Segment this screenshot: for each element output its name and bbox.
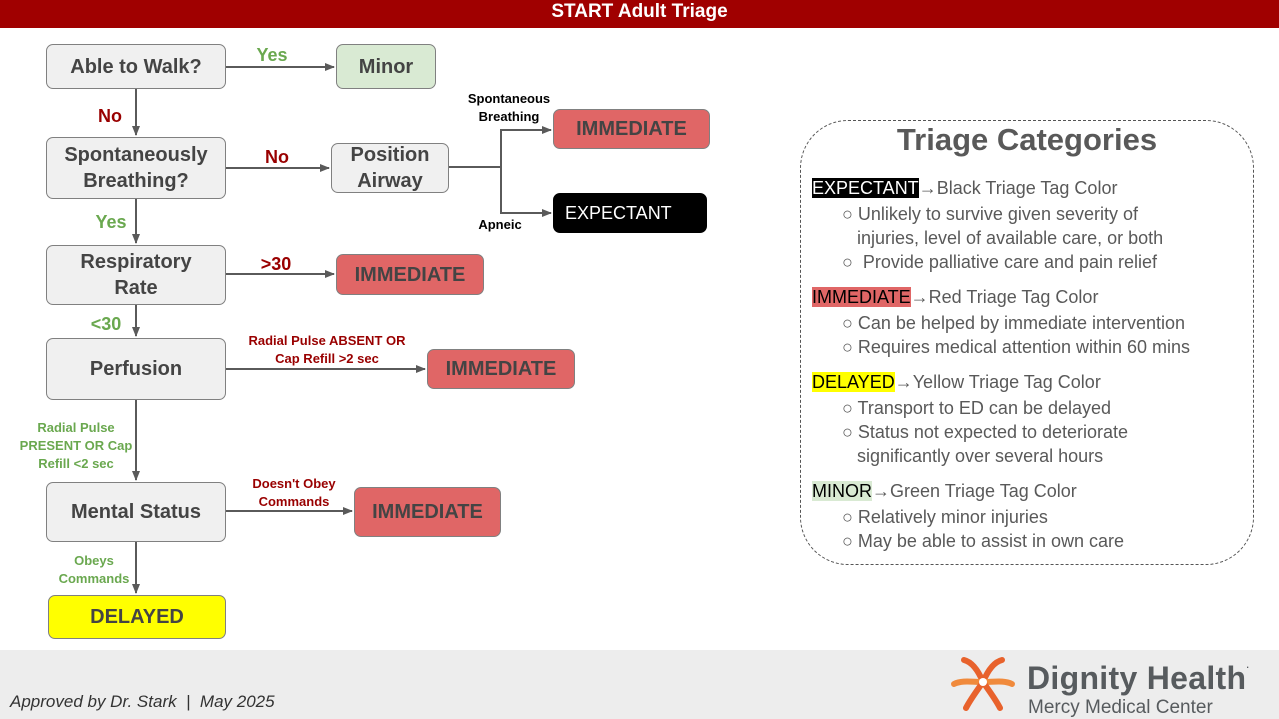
brand-name: Dignity Health. — [1027, 660, 1249, 697]
brand-text: Dignity Health — [1027, 660, 1247, 696]
legend-expectant-heading: EXPECTANT→Black Triage Tag Color — [812, 178, 1117, 199]
legend-bullet: ○ Transport to ED can be delayed — [842, 398, 1112, 418]
approval-note: Approved by Dr. Stark | May 2025 — [10, 692, 275, 711]
dignity-health-logo-icon — [951, 657, 1015, 711]
minor-tag: MINOR — [812, 481, 872, 501]
spontaneous-breathing-label: Spontaneous Breathing — [467, 91, 551, 124]
legend-bullet: ○ Relatively minor injuries — [842, 507, 1048, 527]
flow-connectors — [132, 63, 552, 594]
walk-question-box: Able to Walk? — [46, 44, 226, 89]
walk-yes-label: Yes — [256, 45, 288, 65]
legend-bullet: ○ Requires medical attention within 60 m… — [842, 337, 1191, 357]
obeys-label: Obeys Commands — [58, 553, 130, 586]
rr-under-30-label: <30 — [90, 314, 122, 334]
minor-box: Minor — [336, 44, 436, 89]
expectant-desc: →Black Triage Tag Color — [918, 178, 1118, 198]
footer-bar — [0, 650, 1279, 719]
expectant-tag: EXPECTANT — [812, 178, 919, 198]
immediate-rr-box: IMMEDIATE — [336, 254, 484, 295]
immediate-perfusion-box: IMMEDIATE — [427, 349, 575, 389]
site-name: Mercy Medical Center — [1028, 697, 1213, 718]
rr-over-30-label: >30 — [260, 254, 292, 274]
walk-no-label: No — [98, 106, 122, 126]
arrow-airway-branch — [449, 126, 552, 168]
legend-bullet: ○ Provide palliative care and pain relie… — [842, 252, 1158, 272]
perf-absent-label: Radial Pulse ABSENT OR Cap Refill >2 sec — [248, 333, 406, 366]
triage-categories-panel — [800, 120, 1254, 565]
legend-bullet: injuries, level of available care, or bo… — [842, 228, 1164, 248]
immediate-tag: IMMEDIATE — [812, 287, 911, 307]
breathing-question-box: Spontaneously Breathing? — [46, 137, 226, 199]
legend-bullet: ○ Can be helped by immediate interventio… — [842, 313, 1186, 333]
legend-minor-heading: MINOR→Green Triage Tag Color — [812, 481, 1077, 502]
mental-status-question-box: Mental Status — [46, 482, 226, 542]
resp-rate-question-box: Respiratory Rate — [46, 245, 226, 305]
legend-bullet: ○ May be able to assist in own care — [842, 531, 1125, 551]
legend-title: Triage Categories — [896, 122, 1158, 157]
apneic-label: Apneic — [478, 217, 522, 232]
legend-delayed-heading: DELAYED→Yellow Triage Tag Color — [812, 372, 1101, 393]
position-airway-box: Position Airway — [331, 143, 449, 193]
delayed-tag: DELAYED — [812, 372, 895, 392]
no-obey-label: Doesn't Obey Commands — [252, 476, 336, 509]
page-title: START Adult Triage — [0, 0, 1279, 28]
legend-bullet: significantly over several hours — [842, 446, 1104, 466]
minor-desc: →Green Triage Tag Color — [872, 481, 1077, 501]
perfusion-question-box: Perfusion — [46, 338, 226, 400]
delayed-box: DELAYED — [48, 595, 226, 639]
delayed-desc: →Yellow Triage Tag Color — [894, 372, 1101, 392]
immediate-breathing-box: IMMEDIATE — [553, 109, 710, 149]
brand-trademark: . — [1246, 660, 1250, 670]
expectant-box: EXPECTANT — [553, 193, 707, 233]
arrow-airway-apneic — [500, 167, 552, 217]
legend-bullet: ○ Unlikely to survive given severity of — [842, 204, 1138, 224]
breathing-no-label: No — [265, 147, 289, 167]
legend-bullet: ○ Status not expected to deteriorate — [842, 422, 1129, 442]
immediate-mental-box: IMMEDIATE — [354, 487, 501, 537]
breathing-yes-label: Yes — [95, 212, 127, 232]
immediate-desc: →Red Triage Tag Color — [910, 287, 1099, 307]
legend-immediate-heading: IMMEDIATE→Red Triage Tag Color — [812, 287, 1098, 308]
perf-present-label: Radial Pulse PRESENT OR Cap Refill <2 se… — [19, 420, 133, 471]
